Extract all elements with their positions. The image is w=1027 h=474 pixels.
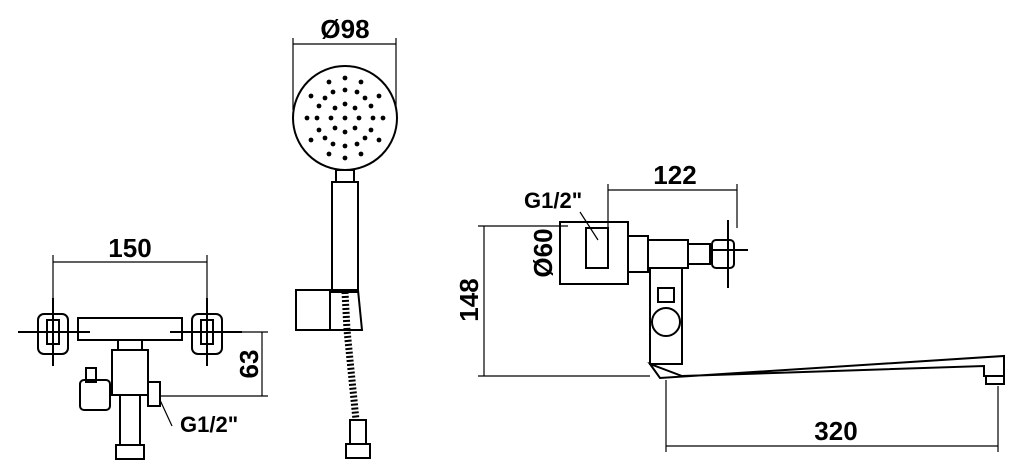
- shower-nozzles: [304, 75, 386, 161]
- side-thread-label: G1/2": [524, 188, 582, 213]
- handle-spacing-dim: 150: [108, 233, 151, 263]
- mixer-front-view: 150 G1/2" 63: [18, 233, 268, 460]
- spout-reach-dim: 320: [814, 416, 857, 446]
- shower-head-diameter-dim: Ø98: [320, 14, 369, 44]
- mixer-side-view: 122 G1/2" Ø60 148 320: [454, 160, 1005, 452]
- side-handle-offset-dim: 122: [653, 160, 696, 190]
- hand-shower: Ø98: [292, 14, 398, 459]
- spout-height-dim: 148: [454, 278, 484, 321]
- mixer-inlet-thread-label: G1/2": [180, 412, 238, 437]
- flange-diameter-dim: Ø60: [528, 228, 558, 277]
- mixer-depth-dim: 63: [234, 350, 264, 379]
